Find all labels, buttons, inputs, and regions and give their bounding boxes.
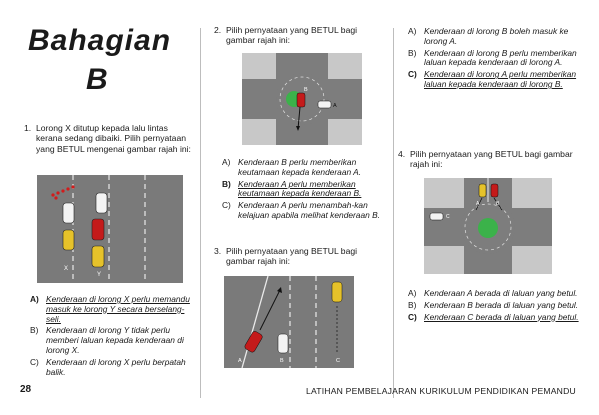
label-a: A bbox=[333, 103, 337, 109]
label-a: A bbox=[238, 358, 242, 364]
question-number: 3. bbox=[214, 246, 222, 256]
label-x: X bbox=[64, 266, 68, 272]
question-text: Pilih pernyataan yang BETUL bagi gambar … bbox=[226, 25, 358, 46]
question-text: Pilih pernyataan yang BETUL bagi gambar … bbox=[226, 246, 358, 267]
question-text: Pilih pernyataan yang BETUL bagi gambar … bbox=[410, 149, 573, 170]
option-text: Kenderaan C berada di laluan yang betul. bbox=[424, 311, 579, 322]
option-letter: C) bbox=[222, 200, 231, 211]
option-letter: B) bbox=[408, 47, 417, 58]
q2-option-a[interactable]: A) Kenderaan B perlu memberikan keutamaan… bbox=[222, 157, 387, 178]
label-b: B bbox=[280, 358, 284, 364]
question-4: 4. Pilih pernyataan yang BETUL bagi gamb… bbox=[398, 149, 578, 170]
label-a: A bbox=[476, 201, 480, 207]
option-text: Kenderaan di lorong B perlu memberikan l… bbox=[424, 47, 577, 68]
option-letter: C) bbox=[30, 356, 39, 367]
question-2: 2. Pilih pernyataan yang BETUL bagi gamb… bbox=[214, 25, 384, 46]
section-heading-line1: Bahagian bbox=[28, 24, 172, 57]
q1-option-c[interactable]: C) Kenderaan di lorong X perlu berpatah b… bbox=[30, 356, 192, 378]
option-letter: B) bbox=[408, 299, 417, 310]
q1-option-b[interactable]: B) Kenderaan di lorong Y tidak perlu memb… bbox=[30, 325, 192, 355]
option-text: Kenderaan B perlu memberikan keutamaan k… bbox=[238, 157, 362, 177]
q3-option-a[interactable]: A) Kenderaan di lorong B boleh masuk ke l… bbox=[408, 26, 580, 47]
option-letter: B) bbox=[222, 178, 231, 189]
question-number: 1. bbox=[24, 123, 32, 133]
question-text: Lorong X ditutup kepada lalu lintas kera… bbox=[36, 123, 191, 154]
label-y: Y bbox=[97, 272, 101, 278]
option-letter: A) bbox=[222, 157, 231, 167]
option-letter: B) bbox=[30, 325, 39, 336]
q2-option-b[interactable]: B) Kenderaan A perlu memberikan keutamaan… bbox=[222, 178, 387, 200]
q1-option-a[interactable]: A) Kenderaan di lorong X perlu memandu ma… bbox=[30, 294, 192, 324]
q4-option-c[interactable]: C) Kenderaan C berada di laluan yang betu… bbox=[408, 311, 580, 323]
q4-option-a[interactable]: A) Kenderaan A berada di laluan yang betu… bbox=[408, 288, 580, 299]
option-text: Kenderaan A perlu memberikan keutamaan k… bbox=[238, 178, 362, 199]
label-c: C bbox=[336, 358, 340, 364]
option-text: Kenderaan A perlu menambah-kan kelajuan … bbox=[238, 200, 381, 220]
option-text: Kenderaan di lorong Y tidak perlu member… bbox=[46, 325, 184, 355]
q3-options: A) Kenderaan di lorong B boleh masuk ke l… bbox=[408, 26, 580, 92]
option-text: Kenderaan di lorong X perlu memandu masu… bbox=[46, 294, 190, 324]
option-letter: A) bbox=[408, 26, 417, 36]
option-text: Kenderaan di lorong B boleh masuk ke lor… bbox=[424, 26, 569, 46]
q2-option-c[interactable]: C) Kenderaan A perlu menambah-kan kelajua… bbox=[222, 200, 387, 221]
question-number: 4. bbox=[398, 149, 406, 159]
question-3: 3. Pilih pernyataan yang BETUL bagi gamb… bbox=[214, 246, 384, 267]
column-divider-left bbox=[200, 28, 201, 398]
label-c: C bbox=[446, 214, 450, 220]
figure-q1-lane-closure: X Y bbox=[37, 175, 183, 283]
section-heading-line2: B bbox=[86, 63, 109, 96]
option-letter: A) bbox=[408, 288, 417, 298]
option-letter: A) bbox=[30, 294, 39, 304]
label-b: B bbox=[496, 201, 500, 207]
option-letter: C) bbox=[408, 69, 417, 80]
figure-q3-lane-merge: A B C bbox=[224, 276, 354, 368]
option-text: Kenderaan di lorong A perlu memberikan l… bbox=[424, 69, 577, 89]
q4-option-b[interactable]: B) Kenderaan B berada di laluan yang betu… bbox=[408, 299, 580, 311]
footer-title: LATIHAN PEMBELAJARAN KURIKULUM PENDIDIKA… bbox=[306, 386, 576, 396]
option-text: Kenderaan B berada di laluan yang betul. bbox=[424, 299, 579, 310]
label-b: B bbox=[304, 87, 308, 93]
figure-q4-roundabout: A B C bbox=[424, 178, 552, 274]
q3-option-c[interactable]: C) Kenderaan di lorong A perlu memberikan… bbox=[408, 69, 580, 90]
option-text: Kenderaan A berada di laluan yang betul. bbox=[424, 288, 578, 298]
q1-options: A) Kenderaan di lorong X perlu memandu ma… bbox=[30, 294, 192, 379]
page-number: 28 bbox=[20, 384, 32, 395]
figure-q2-roundabout: B A bbox=[242, 53, 362, 145]
q2-options: A) Kenderaan B perlu memberikan keutamaan… bbox=[222, 157, 387, 223]
question-number: 2. bbox=[214, 25, 222, 35]
column-divider-right bbox=[393, 28, 394, 398]
q3-option-b[interactable]: B) Kenderaan di lorong B perlu memberikan… bbox=[408, 47, 580, 69]
option-letter: C) bbox=[408, 311, 417, 322]
q4-options: A) Kenderaan A berada di laluan yang betu… bbox=[408, 288, 580, 324]
question-1: 1. Lorong X ditutup kepada lalu lintas k… bbox=[24, 123, 192, 154]
option-text: Kenderaan di lorong X perlu berpatah bal… bbox=[46, 356, 186, 377]
